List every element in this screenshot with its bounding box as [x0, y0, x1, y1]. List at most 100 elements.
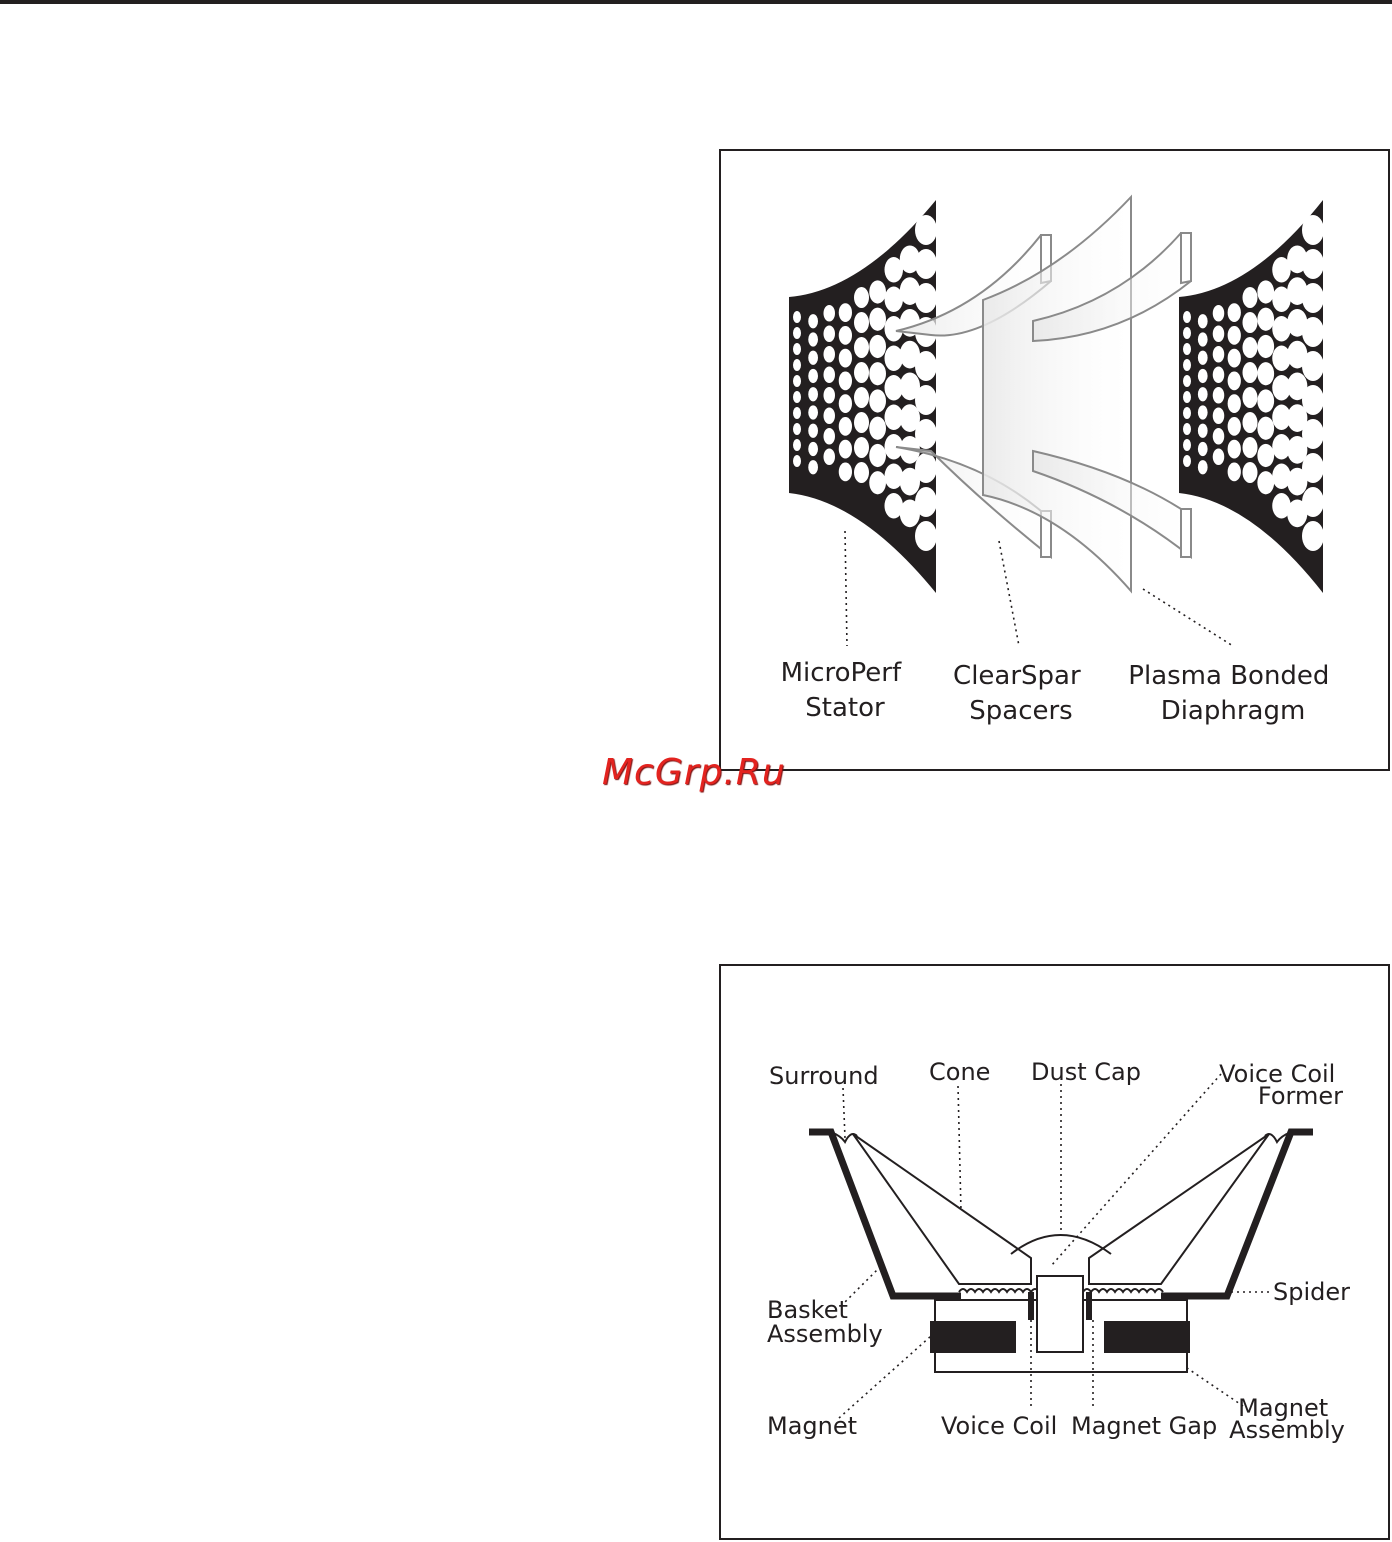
perforation-hole: [1302, 283, 1324, 313]
perforation-hole: [1213, 326, 1225, 343]
perforation-hole: [854, 362, 869, 383]
perforation-hole: [1183, 439, 1191, 451]
perforation-hole: [1302, 419, 1324, 449]
perforation-hole: [839, 303, 852, 322]
perforation-hole: [808, 405, 818, 419]
perforation-hole: [869, 417, 886, 440]
perforation-hole: [1243, 387, 1258, 408]
perforation-hole: [793, 375, 801, 387]
perforation-hole: [915, 249, 937, 279]
perforation-hole: [1302, 215, 1324, 245]
driver-cross-section-figure: Surround Cone Dust Cap Voice Coil Former…: [719, 964, 1390, 1540]
perforation-hole: [824, 449, 836, 466]
perforation-hole: [869, 335, 886, 358]
perforation-hole: [1198, 351, 1208, 365]
perforation-hole: [1183, 375, 1191, 387]
perforation-hole: [793, 439, 801, 451]
perforation-hole: [1228, 303, 1241, 322]
perforation-hole: [869, 280, 886, 303]
perforation-hole: [824, 367, 836, 384]
perforation-hole: [824, 305, 836, 322]
perforation-hole: [915, 283, 937, 313]
perforation-hole: [1228, 462, 1241, 481]
right-stator: [1179, 200, 1324, 593]
label-voice-coil-former: Voice Coil Former: [1219, 1060, 1343, 1110]
perforation-hole: [824, 428, 836, 445]
perforation-hole: [1213, 449, 1225, 466]
perforation-hole: [839, 462, 852, 481]
perforation-hole: [808, 351, 818, 365]
perforation-hole: [839, 417, 852, 436]
perforation-hole: [1228, 326, 1241, 345]
perforation-hole: [1213, 387, 1225, 404]
perforation-hole: [1183, 407, 1191, 419]
perforation-hole: [1228, 417, 1241, 436]
perforation-hole: [839, 440, 852, 459]
perforation-hole: [869, 389, 886, 412]
perforation-hole: [1257, 417, 1274, 440]
perforation-hole: [1213, 408, 1225, 425]
perforation-hole: [869, 362, 886, 385]
perforation-hole: [854, 287, 869, 308]
perforation-hole: [839, 326, 852, 345]
dust-cap: [1011, 1235, 1111, 1254]
perforation-hole: [1257, 335, 1274, 358]
perforation-hole: [1302, 249, 1324, 279]
perforation-hole: [1198, 332, 1208, 346]
perforation-hole: [793, 391, 801, 403]
perforation-hole: [1183, 359, 1191, 371]
perforation-hole: [793, 359, 801, 371]
label-diaphragm: Plasma Bonded Diaphragm: [1128, 661, 1337, 726]
perforation-hole: [915, 453, 937, 483]
perforation-hole: [1198, 387, 1208, 401]
perforation-hole: [808, 442, 818, 456]
perforation-hole: [854, 387, 869, 408]
perforation-hole: [824, 387, 836, 404]
perforation-hole: [915, 521, 937, 551]
perforation-hole: [808, 332, 818, 346]
perforation-hole: [915, 351, 937, 381]
label-dust-cap: Dust Cap: [1031, 1058, 1141, 1086]
perforation-hole: [1213, 367, 1225, 384]
perforation-hole: [1198, 460, 1208, 474]
perforation-hole: [1183, 327, 1191, 339]
perforation-hole: [1257, 280, 1274, 303]
label-voice-coil: Voice Coil: [941, 1412, 1057, 1440]
perforation-hole: [1243, 287, 1258, 308]
top-rule: [0, 0, 1392, 4]
perforation-hole: [1213, 428, 1225, 445]
perforation-hole: [854, 437, 869, 458]
perforation-hole: [793, 455, 801, 467]
perforation-hole: [824, 326, 836, 343]
perforation-hole: [1302, 453, 1324, 483]
perforation-hole: [854, 312, 869, 333]
perforation-hole: [1243, 412, 1258, 433]
perforation-hole: [915, 215, 937, 245]
perforation-hole: [793, 327, 801, 339]
perforation-hole: [1198, 314, 1208, 328]
label-magnet-gap: Magnet Gap: [1071, 1412, 1217, 1440]
perforation-hole: [1302, 521, 1324, 551]
perforation-hole: [1183, 391, 1191, 403]
perforation-hole: [1198, 424, 1208, 438]
perforation-hole: [869, 308, 886, 331]
perforation-hole: [1257, 389, 1274, 412]
label-magnet: Magnet: [767, 1412, 857, 1440]
perforation-hole: [1257, 308, 1274, 331]
perforation-hole: [1243, 437, 1258, 458]
perforation-hole: [1228, 349, 1241, 368]
perforation-hole: [854, 337, 869, 358]
perforation-hole: [1183, 455, 1191, 467]
perforation-hole: [915, 487, 937, 517]
perforation-hole: [824, 346, 836, 363]
perforation-hole: [1213, 305, 1225, 322]
perforation-hole: [1257, 362, 1274, 385]
perforation-hole: [1228, 394, 1241, 413]
perforation-hole: [1198, 369, 1208, 383]
perforation-hole: [793, 311, 801, 323]
label-magnet-assembly: Magnet Assembly: [1229, 1394, 1345, 1444]
perforation-hole: [869, 471, 886, 494]
perforation-hole: [1243, 462, 1258, 483]
perforation-hole: [869, 444, 886, 467]
watermark: McGrp.Ru: [602, 752, 786, 793]
